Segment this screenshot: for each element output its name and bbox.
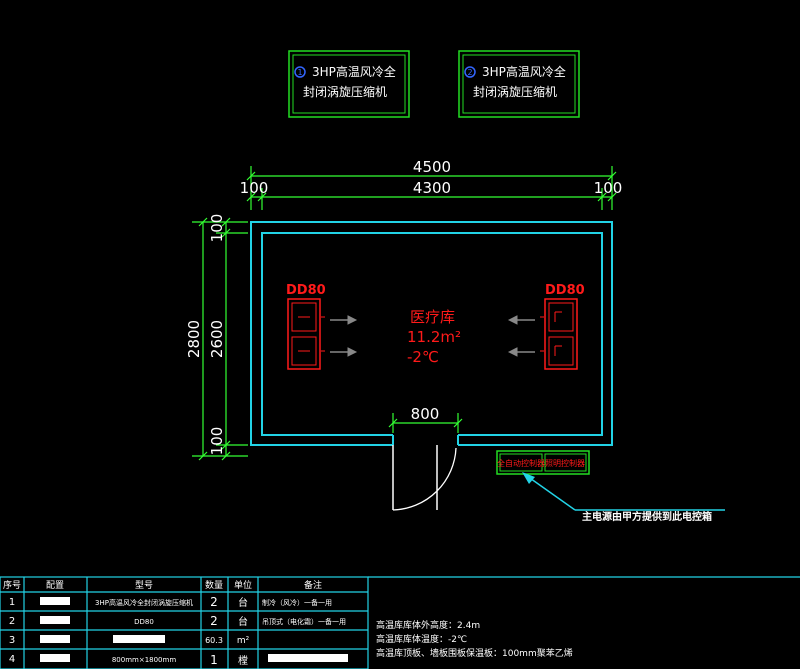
svg-text:1: 1	[210, 653, 218, 667]
label-line1: 3HP高温风冷全	[482, 64, 566, 79]
number-circle-icon	[294, 66, 306, 78]
vertical-dimensions	[192, 217, 248, 461]
annotation-text: 主电源由甲方提供到此电控箱	[582, 510, 712, 523]
table-header-row: 序号 配置 型号 数量 单位 备注	[3, 579, 322, 591]
redacted-block	[40, 654, 70, 662]
svg-text:4: 4	[9, 654, 15, 665]
svg-text:制冷（风冷）一备一用: 制冷（风冷）一备一用	[262, 598, 332, 607]
svg-text:吊顶式（电化霜）一备一用: 吊顶式（电化霜）一备一用	[262, 617, 346, 626]
svg-text:台: 台	[238, 615, 248, 628]
redacted-block	[40, 635, 70, 643]
airflow-arrows-left	[330, 315, 358, 357]
svg-text:1: 1	[9, 597, 15, 608]
svg-text:2: 2	[210, 595, 218, 609]
svg-text:配置: 配置	[46, 580, 64, 591]
dim-inner-width: 4300	[413, 179, 451, 197]
equipment-table	[0, 576, 800, 669]
svg-text:台: 台	[238, 596, 248, 609]
svg-text:2: 2	[210, 614, 218, 628]
svg-text:m²: m²	[237, 636, 250, 646]
redacted-block	[268, 654, 348, 662]
evaporator-right[interactable]: DD80	[540, 283, 585, 370]
svg-text:2: 2	[9, 616, 15, 627]
dim-wall-bottom: 100	[208, 427, 226, 456]
dim-wall-top: 100	[208, 214, 226, 243]
evaporator-right-label: DD80	[545, 283, 585, 298]
label-number: 1	[297, 68, 302, 77]
table-row: 3 60.3 m²	[9, 635, 250, 646]
notes: 高温库库体外高度：2.4m 高温库库体温度：-2℃ 高温库顶板、墙板围板保温板：…	[376, 619, 573, 659]
svg-text:3HP高温风冷全封闭涡旋压缩机: 3HP高温风冷全封闭涡旋压缩机	[95, 598, 193, 607]
label-line2: 封闭涡旋压缩机	[303, 84, 387, 99]
table-row: 4 800mm×1800mm 1 樘	[9, 653, 348, 667]
redacted-block	[40, 597, 70, 605]
equipment-label-2[interactable]: 2 3HP高温风冷全 封闭涡旋压缩机	[458, 50, 580, 118]
label-line2: 封闭涡旋压缩机	[473, 84, 557, 99]
label-line1: 3HP高温风冷全	[312, 64, 396, 79]
label-number: 2	[467, 68, 472, 77]
evaporator-left-label: DD80	[286, 283, 326, 298]
door-dimension	[388, 413, 463, 433]
svg-text:60.3: 60.3	[205, 636, 223, 645]
svg-text:DD80: DD80	[134, 618, 154, 626]
svg-text:数量: 数量	[205, 579, 223, 591]
door[interactable]	[392, 445, 457, 511]
table-row: 1 3HP高温风冷全封闭涡旋压缩机 2 台 制冷（风冷）一备一用	[9, 595, 332, 609]
number-circle-icon	[464, 66, 476, 78]
dim-wall-right: 100	[594, 179, 623, 197]
svg-text:型号: 型号	[135, 580, 153, 591]
dim-total-width: 4500	[413, 158, 451, 176]
svg-text:备注: 备注	[304, 579, 322, 591]
dim-wall-left: 100	[240, 179, 269, 197]
evaporator-left[interactable]: DD80	[286, 283, 326, 370]
svg-text:樘: 樘	[238, 654, 248, 667]
annotation-leader	[522, 472, 725, 511]
svg-text:800mm×1800mm: 800mm×1800mm	[112, 656, 176, 664]
equipment-label-1[interactable]: 1 3HP高温风冷全 封闭涡旋压缩机	[288, 50, 410, 118]
airflow-arrows-right	[507, 315, 535, 357]
svg-text:单位: 单位	[234, 579, 252, 591]
note-line-2: 高温库库体温度：-2℃	[376, 633, 467, 645]
dim-inner-height: 2600	[208, 320, 226, 358]
redacted-block	[113, 635, 165, 643]
room-temperature: -2℃	[407, 348, 439, 366]
electrical-box-2-label: 照明控制器	[545, 458, 585, 468]
dim-door-width: 800	[411, 405, 440, 423]
room-name: 医疗库	[410, 308, 455, 326]
svg-text:序号: 序号	[3, 579, 21, 591]
dim-total-height: 2800	[185, 320, 203, 358]
svg-text:3: 3	[9, 635, 15, 646]
room-walls	[250, 221, 613, 446]
table-row: 2 DD80 2 台 吊顶式（电化霜）一备一用	[9, 614, 346, 628]
horizontal-dimensions	[246, 166, 617, 210]
note-line-3: 高温库顶板、墙板围板保温板：100mm聚苯乙烯	[376, 647, 573, 659]
note-line-1: 高温库库体外高度：2.4m	[376, 619, 480, 631]
electrical-box-1-label: 全自动控制器	[497, 458, 545, 468]
electrical-control-boxes[interactable]: 全自动控制器 照明控制器	[496, 450, 590, 475]
room-area: 11.2m²	[407, 328, 461, 346]
redacted-block	[40, 616, 70, 624]
